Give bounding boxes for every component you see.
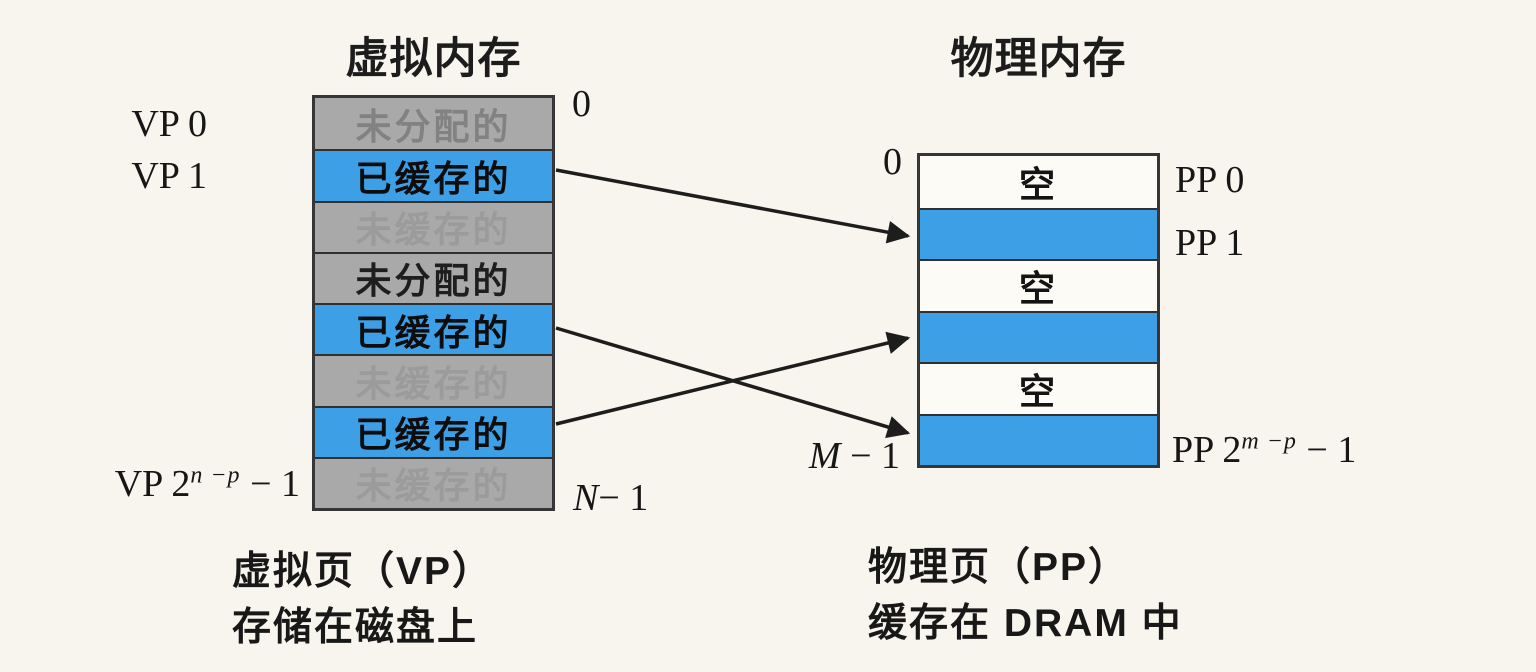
vp-last-prefix: VP 2 [114, 463, 191, 505]
label-vm-address-n-1: N− 1 [573, 476, 648, 520]
caption-physical-pages-line1: 物理页（PP） [868, 546, 1130, 589]
vm-row-5-cached: 已缓存的 [315, 303, 552, 355]
pm-row-6-cached [920, 413, 1157, 465]
vm-row-2-cached: 已缓存的 [315, 149, 552, 201]
label-pp-last: PP 2m −p − 1 [1172, 428, 1356, 472]
label-pm-address-m-1: M − 1 [780, 434, 900, 478]
pp-last-suffix: − 1 [1296, 429, 1357, 471]
vm-row-7-cached: 已缓存的 [315, 405, 552, 457]
vm-row-1-unallocated: 未分配的 [315, 98, 552, 150]
virtual-memory-box: 未分配的 已缓存的 未缓存的 未分配的 已缓存的 未缓存的 已缓存的 未缓存的 [312, 95, 555, 511]
pp-last-exponent: m −p [1241, 428, 1297, 455]
vm-row-3-uncached: 未缓存的 [315, 200, 552, 252]
label-vm-address-0: 0 [572, 83, 591, 125]
n-variable: N [573, 477, 599, 519]
vp-last-suffix: − 1 [240, 463, 300, 505]
vm-row-8-uncached: 未缓存的 [315, 456, 552, 508]
vm-row-6-uncached: 未缓存的 [315, 354, 552, 406]
n-minus-one: − 1 [598, 477, 649, 519]
label-pp1: PP 1 [1175, 222, 1245, 264]
pm-row-3-empty: 空 [920, 259, 1157, 311]
arrow-vp6-to-pp3 [555, 331, 911, 426]
m-minus-one: − 1 [840, 435, 900, 477]
label-pp0: PP 0 [1175, 159, 1245, 201]
caption-physical-pages-line2: 缓存在 DRAM 中 [868, 602, 1183, 645]
vp-last-exponent: n −p [190, 462, 241, 489]
virtual-memory-title: 虚拟内存 [345, 35, 522, 83]
physical-memory-title: 物理内存 [950, 35, 1127, 83]
pp-last-prefix: PP 2 [1172, 429, 1242, 471]
label-vp1: VP 1 [131, 155, 207, 197]
pm-row-1-empty: 空 [920, 156, 1157, 208]
caption-virtual-pages-line1: 虚拟页（VP） [232, 550, 494, 593]
label-vp-last: VP 2n −p − 1 [20, 462, 300, 506]
pm-row-5-empty: 空 [920, 362, 1157, 414]
caption-virtual-pages-line2: 存储在磁盘上 [232, 606, 479, 649]
physical-memory-box: 空 空 空 [917, 153, 1160, 468]
pm-row-2-cached [920, 207, 1157, 259]
label-pm-address-0: 0 [883, 141, 902, 183]
m-variable: M [808, 435, 841, 477]
vm-row-4-unallocated: 未分配的 [315, 251, 552, 303]
pm-row-4-cached [920, 310, 1157, 362]
label-vp0: VP 0 [131, 103, 207, 145]
arrow-vp4-to-pplast [555, 326, 911, 439]
